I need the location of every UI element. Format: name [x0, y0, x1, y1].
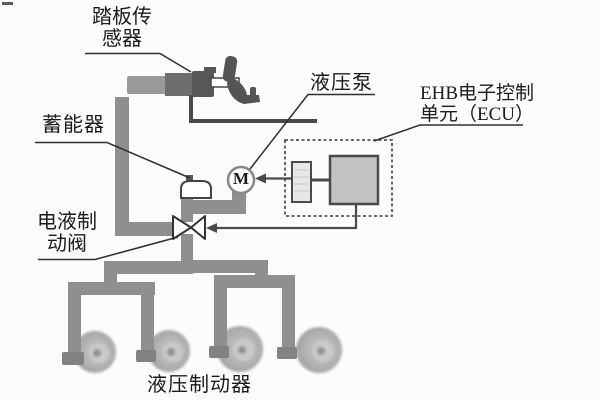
- ecu-dashed-outline: [284, 139, 393, 217]
- leader-lines: [35, 52, 523, 261]
- hydraulic-pipes: [68, 97, 295, 362]
- label-wheel-brakes: 液压制动器: [147, 374, 252, 396]
- label-accumulator: 蓄能器: [42, 114, 105, 136]
- arrowhead-to-motor: [255, 173, 266, 184]
- arrowhead-to-valve: [206, 223, 217, 233]
- motor-letter: M: [232, 169, 250, 188]
- brake-pedal: [222, 55, 260, 104]
- wheel-brake-rear-right: [296, 327, 342, 373]
- ecu-main-block: [328, 154, 380, 206]
- label-brake-valve: 电液制 动阀: [34, 211, 100, 256]
- driver-block-stripes: [294, 169, 309, 192]
- pump-motor-circle: [226, 165, 256, 195]
- scan-artifact: [2, 2, 13, 5]
- leader-pedal-sensor: [85, 52, 192, 73]
- label-pedal-sensor: 踏板传 感器: [78, 6, 166, 51]
- pedal-signal-line: [189, 95, 317, 123]
- leader-valve: [38, 236, 179, 261]
- wheel-brake-front-right: [148, 330, 190, 372]
- leader-ecu: [373, 124, 523, 142]
- label-pedal-sensor-line1: 踏板传: [92, 6, 152, 28]
- label-hydraulic-pump: 液压泵: [310, 72, 373, 94]
- wheel-brake-front-left: [74, 331, 116, 373]
- label-ecu: EHB电子控制 单元（ECU）: [420, 83, 534, 126]
- brake-valve-symbol: [172, 215, 206, 240]
- label-brake-valve-line2: 动阀: [47, 233, 87, 256]
- wheel-brake-rear-left: [217, 326, 263, 372]
- label-ecu-line2: 单元（ECU）: [420, 104, 535, 126]
- ecu-driver-block: [291, 161, 312, 203]
- label-brake-valve-line1: 电液制: [37, 211, 97, 233]
- label-ecu-line1: EHB电子控制: [420, 83, 535, 104]
- accumulator-symbol: [180, 175, 212, 199]
- label-pedal-sensor-line2: 感器: [102, 28, 142, 51]
- ecu-unit: [284, 139, 393, 217]
- leader-accumulator: [35, 141, 191, 179]
- pedal-sensor-assembly: [127, 55, 317, 123]
- leader-pump: [249, 93, 375, 170]
- pipe-feet: [62, 346, 297, 365]
- signal-arrows: [206, 173, 358, 233]
